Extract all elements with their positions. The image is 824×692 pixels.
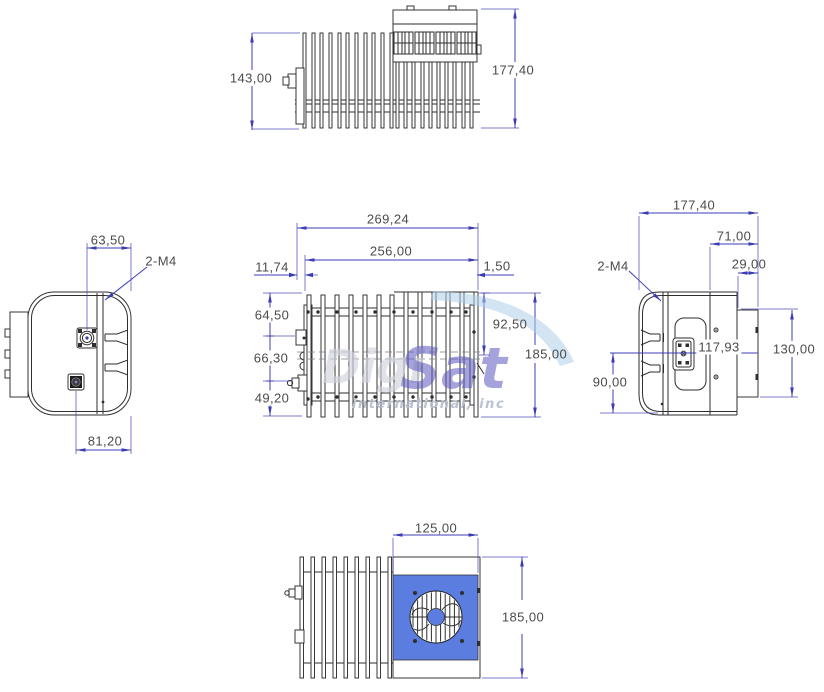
right-view-dimensions	[600, 211, 798, 414]
front-view-heatsink-fins	[306, 291, 479, 418]
thread-leader-line	[628, 270, 662, 302]
dim-label-front-top-to-center: 92,50	[492, 316, 528, 332]
dim-label-left-connector-offset: 63,50	[90, 232, 126, 248]
dim-label-right-overall-depth: 177,40	[672, 197, 716, 213]
dim-label-right-rear-depth: 71,00	[716, 228, 752, 244]
bottom-view-heatsink-fins	[299, 556, 392, 679]
rf-connector	[67, 373, 85, 391]
top-view-end-plate	[295, 67, 305, 125]
circular-connector	[76, 327, 98, 349]
handle-bracket	[640, 360, 664, 377]
handle-bracket	[104, 329, 129, 346]
dim-label-left-connector-offset-low: 81,20	[87, 433, 123, 449]
dim-label-right-shroud-height: 130,00	[772, 341, 816, 357]
top-view-vent-box	[392, 5, 482, 63]
bottom-view-dimensions	[392, 533, 528, 679]
top-view-heatsink-fins	[302, 32, 474, 129]
left-side-view	[4, 243, 148, 454]
cooling-fan	[409, 590, 463, 644]
right-view-connector	[672, 337, 695, 371]
dim-label-front-overall-height: 185,00	[524, 346, 568, 362]
thread-callout-right: 2-M4	[597, 258, 629, 274]
dim-label-bottom-shroud-width: 125,00	[414, 520, 458, 536]
left-view-dimensions	[75, 243, 148, 454]
dim-label-front-seg-mid: 66,30	[251, 350, 291, 366]
dim-label-top-overall-height: 177,40	[489, 62, 537, 78]
dim-label-front-right-offset: 1,50	[483, 258, 511, 274]
left-view-spine	[9, 311, 29, 398]
bottom-view-connector	[284, 585, 305, 644]
dim-label-front-overall-width: 269,24	[366, 211, 410, 227]
front-view-screws	[306, 310, 476, 401]
watermark-swoosh	[430, 291, 574, 366]
thread-callout-left: 2-M4	[145, 253, 177, 269]
front-view-connector	[286, 374, 308, 392]
dim-label-bottom-overall-depth: 185,00	[501, 609, 545, 625]
dim-label-right-shroud-depth: 29,00	[731, 256, 767, 272]
top-view-dimensions	[250, 8, 519, 130]
right-side-view	[600, 211, 798, 416]
thread-leader-line	[104, 266, 148, 301]
dim-label-front-left-offset: 11,74	[255, 259, 289, 275]
dim-label-top-body-height: 143,00	[227, 70, 275, 86]
front-view	[254, 223, 541, 418]
dim-label-front-body-width: 256,00	[369, 243, 413, 259]
handle-bracket	[640, 329, 664, 346]
front-view-tab	[295, 329, 307, 346]
dim-label-right-center-to-bottom: 90,00	[590, 374, 630, 390]
dim-label-front-seg-bottom: 49,20	[252, 390, 292, 406]
top-view	[250, 5, 519, 130]
left-view-body	[27, 291, 132, 416]
bottom-view	[284, 533, 528, 679]
dim-label-right-center-height: 117,93	[696, 339, 742, 355]
handle-bracket	[104, 359, 129, 376]
dim-label-front-seg-top: 64,50	[252, 307, 292, 323]
vent-grilles	[393, 31, 477, 55]
